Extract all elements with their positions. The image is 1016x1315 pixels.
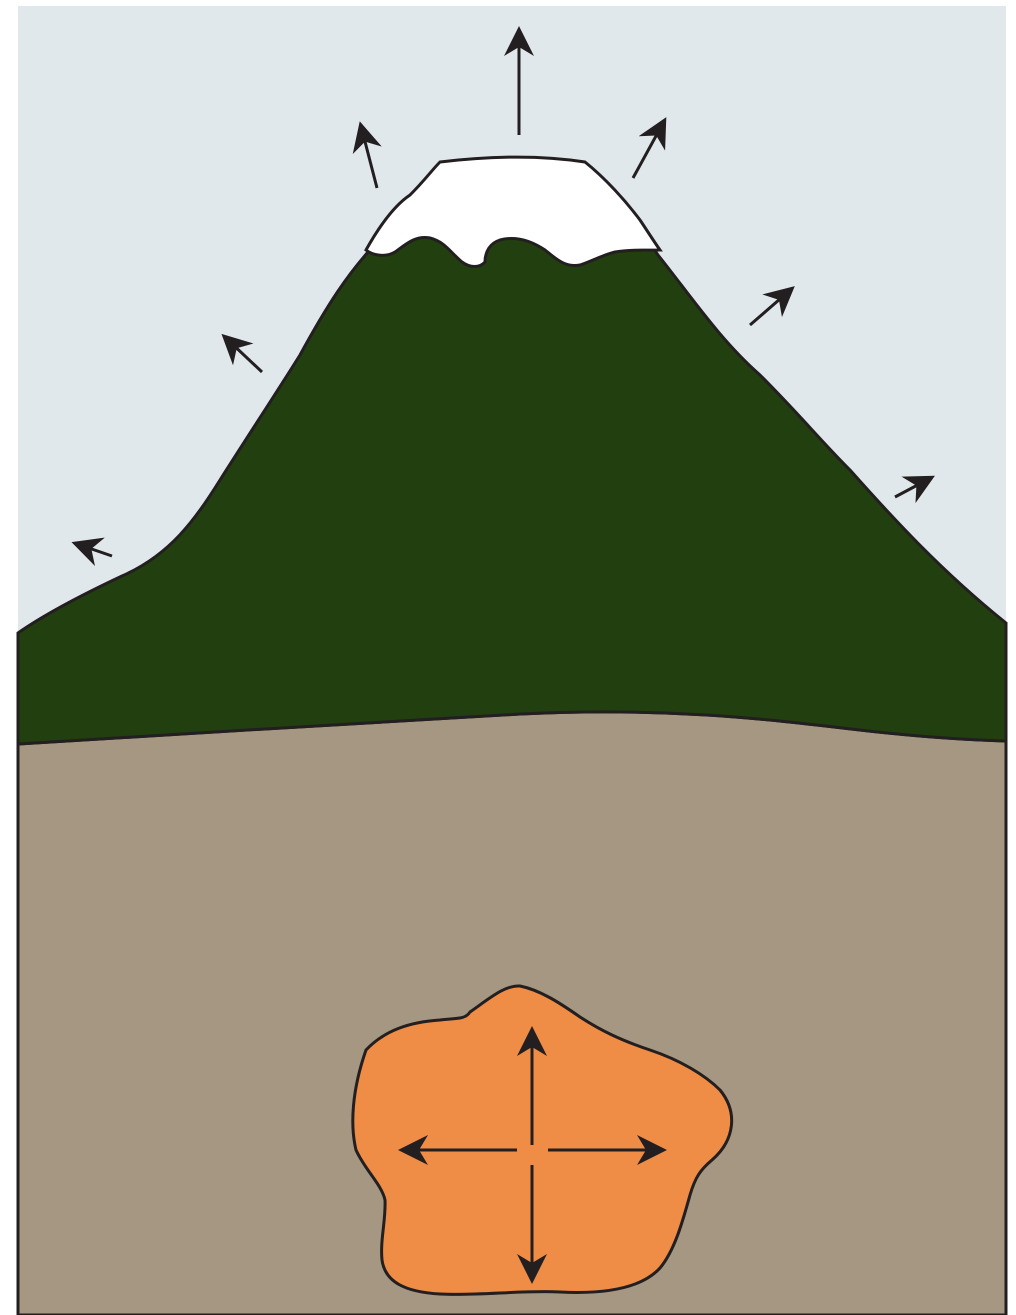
- volcano-inflation-diagram: [0, 0, 1016, 1315]
- diagram-canvas: [0, 0, 1016, 1315]
